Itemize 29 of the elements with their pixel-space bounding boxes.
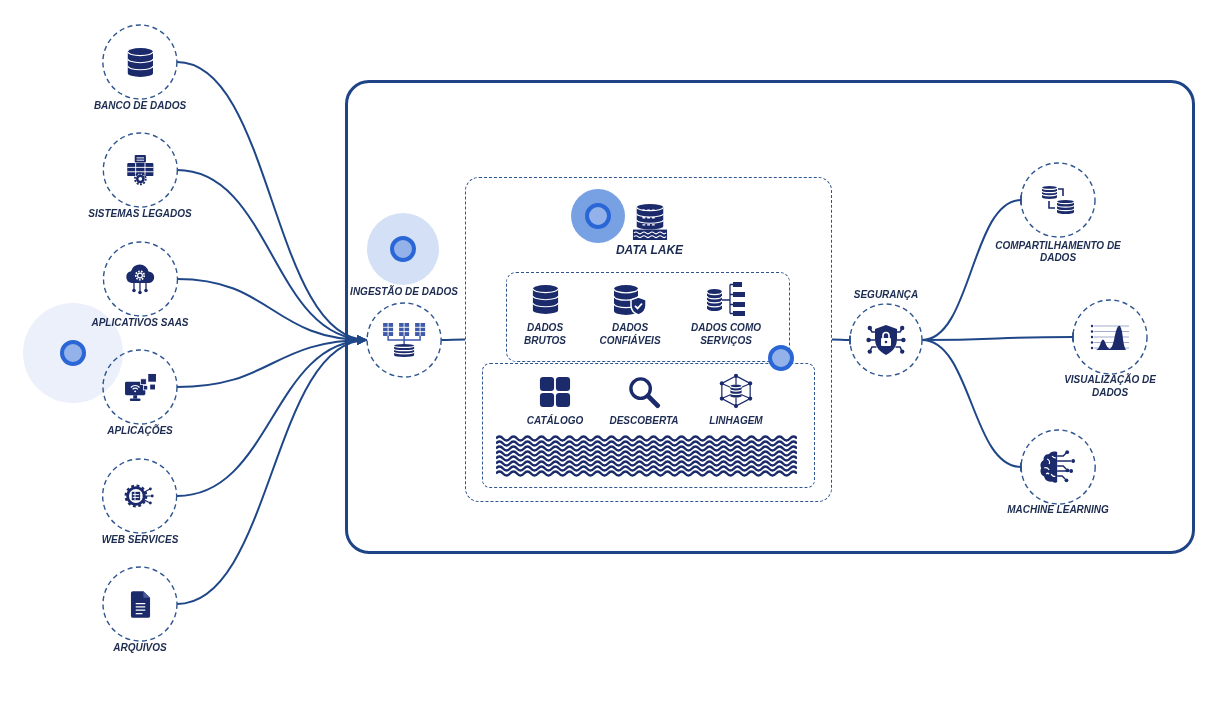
connector-line <box>921 339 1023 473</box>
node-label: MACHINE LEARNING <box>1007 504 1109 517</box>
node-label: BANCO DE DADOS <box>93 100 187 113</box>
node-label: DADOS BRUTOS <box>522 322 567 347</box>
connector-line <box>831 334 851 346</box>
output-node <box>1062 299 1158 399</box>
node-label: COMPARTILHAMENTO DE DADOS <box>994 239 1122 265</box>
node-label: CATÁLOGO <box>526 415 584 428</box>
connector-line <box>440 338 466 341</box>
node-label: DADOS CONFIÁVEIS <box>598 322 662 347</box>
node-label: LINHAGEM <box>709 415 763 428</box>
node-label: APLICATIVOS SAAS <box>91 317 189 330</box>
node-label: DADOS COMO SERVIÇOS <box>690 322 762 347</box>
dashed-group-panel <box>481 362 815 488</box>
dashed-group-panel <box>505 271 790 362</box>
arrow <box>176 337 368 605</box>
platform-frame <box>345 80 1195 554</box>
ingestion-node <box>350 286 458 378</box>
security-node <box>849 289 923 377</box>
node-label: SISTEMAS LEGADOS <box>88 208 192 221</box>
node-label: VISUALIZAÇÃO DE DADOS <box>1063 374 1157 399</box>
node-label: APLICAÇÕES <box>107 425 173 438</box>
data-lake-panel <box>465 177 832 502</box>
node-label: INGESTÃO DE DADOS <box>350 286 458 299</box>
node-label: SEGURANÇA <box>853 289 919 302</box>
node-label: DESCOBERTA <box>609 415 679 428</box>
node-label: DATA LAKE <box>615 242 684 257</box>
node-label: ARQUIVOS <box>113 642 167 655</box>
node-label: WEB SERVICES <box>101 534 179 547</box>
